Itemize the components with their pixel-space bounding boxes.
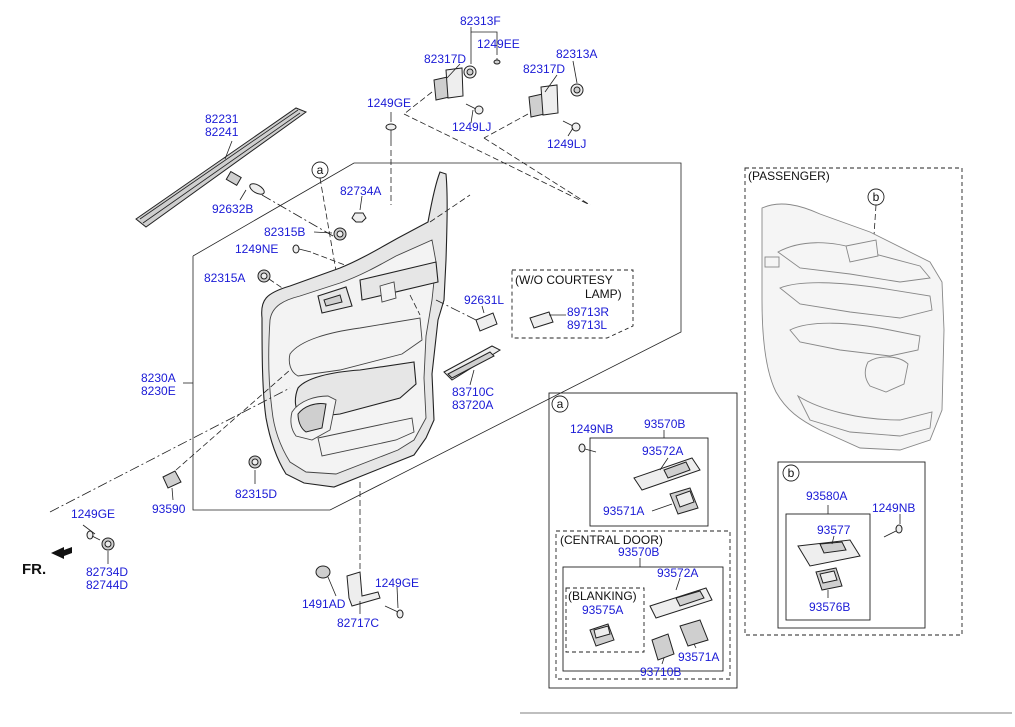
belt-weatherstrip (135, 107, 308, 228)
clip-82315D (248, 455, 262, 484)
label-1249EE: 1249EE (477, 37, 520, 51)
label-82317D-left: 82317D (424, 52, 466, 66)
wo-courtesy-lamp-box (511, 269, 634, 339)
label-82315B: 82315B (264, 225, 305, 239)
label-82315D: 82315D (235, 487, 277, 501)
lamp-92631L (475, 312, 498, 332)
central-door-box (555, 530, 731, 680)
label-1249GE-bottom: 1249GE (375, 576, 419, 590)
switch-93571A (669, 487, 699, 515)
switch-panel-93572A-central (649, 587, 713, 619)
central-switch-box (562, 566, 724, 672)
callout-a-main-text: a (317, 163, 324, 177)
detail-box-b (777, 461, 926, 629)
detail-box-a (548, 392, 738, 689)
callout-a-box (551, 395, 569, 413)
clip-82315B (333, 227, 347, 241)
screw-1249NE (292, 244, 346, 266)
label-83720A: 83720A (452, 398, 493, 412)
front-direction-arrow (51, 547, 72, 559)
note-wo-courtesy-1: (W/O COURTESY (515, 273, 613, 287)
label-92631L: 92631L (464, 293, 504, 307)
label-82315A: 82315A (204, 271, 245, 285)
screw-1249NB-b (883, 524, 903, 538)
label-93572A-central: 93572A (657, 566, 698, 580)
label-93572A: 93572A (642, 444, 683, 458)
label-89713R: 89713R (567, 305, 609, 319)
callout-a-box-text: a (557, 397, 564, 411)
label-82717C: 82717C (337, 616, 379, 630)
label-82744D: 82744D (86, 578, 128, 592)
label-89713L: 89713L (567, 318, 607, 332)
label-93570B-central: 93570B (618, 545, 659, 559)
label-82734A: 82734A (340, 184, 381, 198)
switch-93710B (651, 633, 675, 661)
switch-assembly-box (589, 437, 709, 527)
note-wo-courtesy-2: LAMP) (585, 287, 622, 301)
label-1249LJ-left: 1249LJ (452, 120, 491, 134)
label-93571A-central: 93571A (678, 650, 719, 664)
label-1249LJ-right: 1249LJ (547, 137, 586, 151)
label-82231: 82231 (205, 112, 239, 126)
passenger-box (744, 167, 963, 636)
callout-b-box-text: b (788, 466, 795, 480)
switch-93571A-central (679, 619, 709, 647)
label-8230E: 8230E (141, 384, 176, 398)
bolt-1249GE-left (82, 524, 101, 541)
label-1491AD: 1491AD (302, 597, 346, 611)
label-1249NB-a: 1249NB (570, 422, 613, 436)
blanking-cover-93575A (589, 623, 615, 647)
hinge-bracket-left (433, 58, 501, 115)
label-1249GE-left: 1249GE (71, 507, 115, 521)
label-83710C: 83710C (452, 385, 494, 399)
label-93575A: 93575A (582, 603, 623, 617)
inside-handle-83710C (443, 345, 502, 386)
label-82313A: 82313A (556, 47, 597, 61)
bolt-1249GE-top (385, 112, 397, 205)
note-passenger: (PASSENGER) (748, 169, 830, 183)
blanking-box (565, 587, 645, 653)
switch-panel-93577 (797, 539, 861, 567)
callout-b-passenger-text: b (873, 190, 880, 204)
hinge-bracket-right (528, 83, 584, 132)
bracket-82717C (315, 565, 404, 619)
label-93580A: 93580A (806, 489, 847, 503)
label-1249NB-b: 1249NB (872, 501, 915, 515)
label-1249GE-top: 1249GE (367, 96, 411, 110)
label-93570B: 93570B (644, 417, 685, 431)
label-82317D-right: 82317D (523, 62, 565, 76)
note-central-door: (CENTRAL DOOR) (560, 533, 663, 547)
door-trim-panel (261, 171, 448, 488)
label-93710B: 93710B (640, 665, 681, 679)
label-93576B: 93576B (809, 600, 850, 614)
label-82241: 82241 (205, 125, 239, 139)
screw-1249NB-a (578, 443, 597, 453)
label-82313F: 82313F (460, 14, 501, 28)
switch-93576B (815, 567, 843, 591)
label-93577: 93577 (817, 523, 851, 537)
courtesy-lamp-bulb (225, 170, 341, 241)
note-blanking: (BLANKING) (568, 589, 637, 603)
label-8230A: 8230A (141, 371, 176, 385)
label-93590: 93590 (152, 502, 186, 516)
label-92632B: 92632B (212, 202, 253, 216)
cap-82734D (101, 537, 115, 564)
switch-panel-93572A (633, 457, 701, 491)
passenger-door-trim (761, 203, 945, 451)
clip-93590 (162, 470, 182, 489)
cover-89713R (529, 311, 554, 329)
callout-b-box (782, 464, 800, 482)
label-93571A: 93571A (603, 504, 644, 518)
main-assembly-frame (192, 162, 682, 511)
label-82734D: 82734D (86, 565, 128, 579)
front-direction-label: FR. (22, 561, 46, 578)
label-1249NE: 1249NE (235, 242, 278, 256)
clip-82734A (351, 212, 367, 223)
